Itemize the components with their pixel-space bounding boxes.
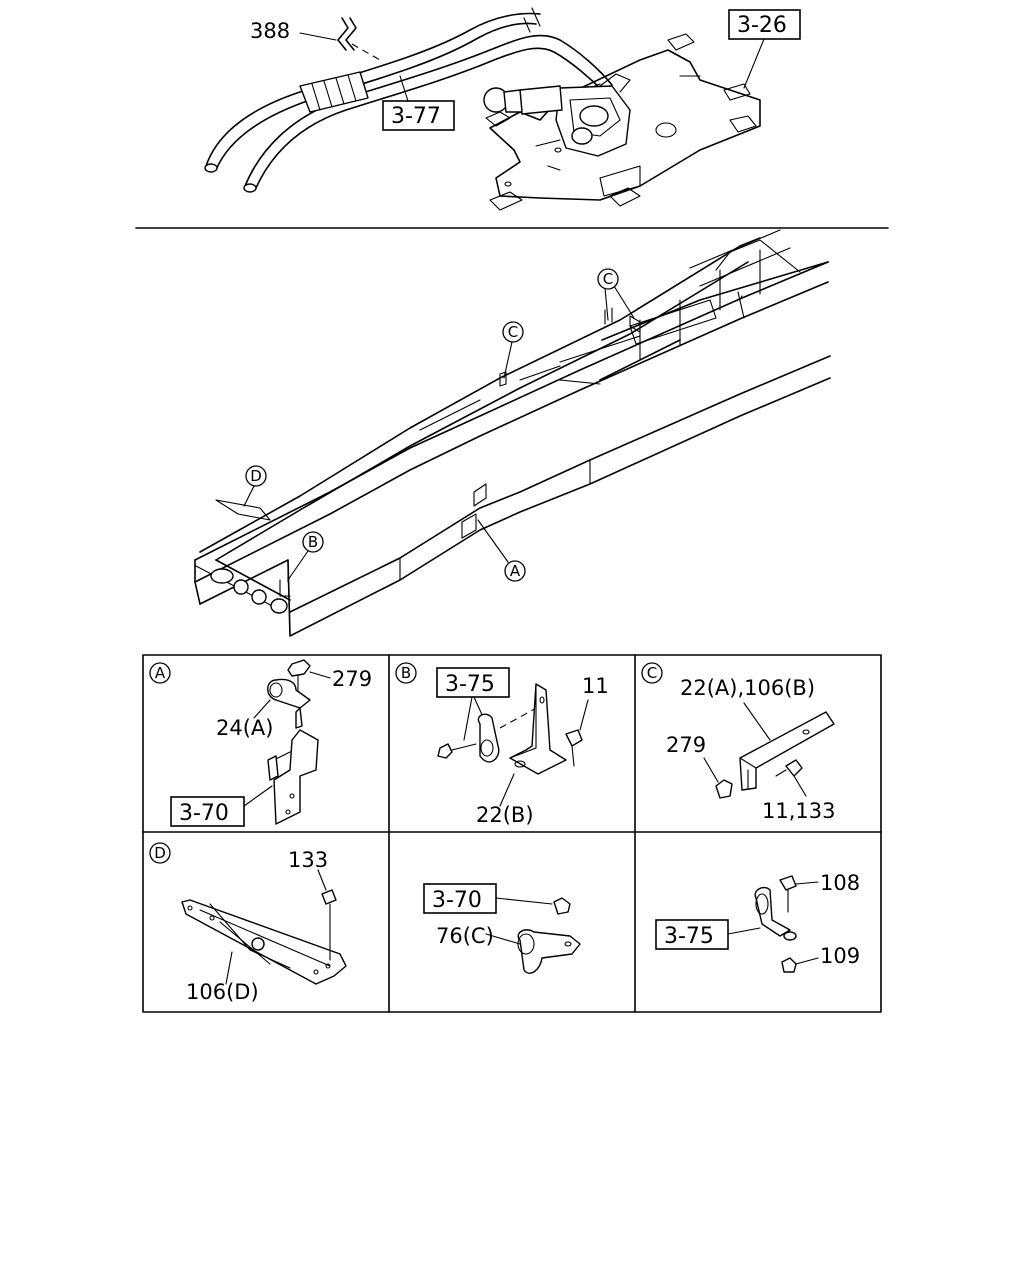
- callout-d: D: [243, 465, 267, 507]
- ref-3-70-e: 3-70: [432, 888, 482, 913]
- label-133-d: 133: [288, 848, 328, 872]
- top-view: 388 3-77 3-26: [135, 7, 889, 229]
- label-279-a: 279: [332, 667, 372, 691]
- detail-grid: A 279 24(A) 3-70 B 3-75: [142, 654, 882, 1013]
- frame-view: C C D B A: [194, 229, 831, 637]
- callout-a-letter: A: [510, 562, 521, 580]
- callout-c-1: C: [597, 268, 635, 321]
- label-279-c: 279: [666, 733, 706, 757]
- detail-c: C 22(A),106(B) 279 11,133: [641, 662, 835, 823]
- valve-unit: [483, 73, 631, 157]
- ref-3-75-b: 3-75: [445, 672, 495, 697]
- ref-3-77: 3-77: [382, 75, 455, 131]
- label-22a-106b: 22(A),106(B): [680, 676, 815, 700]
- label-24a: 24(A): [216, 716, 273, 740]
- callout-c-1-letter: C: [603, 270, 613, 288]
- callout-c-2-letter: C: [508, 323, 518, 341]
- callout-a: A: [477, 519, 526, 582]
- callout-d-letter: D: [250, 467, 262, 485]
- label-106d: 106(D): [186, 980, 259, 1004]
- detail-c-letter: C: [647, 664, 657, 682]
- label-388: 388: [250, 19, 290, 43]
- label-22b: 22(B): [476, 803, 534, 827]
- ref-3-26-label: 3-26: [737, 13, 787, 38]
- ref-3-26: 3-26: [728, 9, 801, 89]
- label-76c: 76(C): [436, 924, 494, 948]
- ref-3-75-f: 3-75: [664, 924, 714, 949]
- clip-388: 388: [250, 17, 381, 61]
- chassis-frame: [194, 229, 831, 637]
- detail-a: A 279 24(A) 3-70: [149, 659, 372, 827]
- detail-d-letter: D: [154, 844, 166, 862]
- detail-f: 108 3-75 109: [655, 871, 860, 973]
- label-108: 108: [820, 871, 860, 895]
- callout-b-letter: B: [308, 533, 318, 551]
- ref-3-77-label: 3-77: [391, 104, 441, 129]
- ref-3-70-a: 3-70: [179, 801, 229, 826]
- hose-assembly: [204, 7, 613, 193]
- callout-c-2: C: [502, 321, 524, 379]
- detail-d: D 133 106(D): [149, 842, 347, 1004]
- label-109: 109: [820, 944, 860, 968]
- detail-b-letter: B: [401, 664, 411, 682]
- callout-b: B: [287, 531, 324, 581]
- detail-b: B 3-75 11 22(B): [395, 662, 609, 827]
- label-11-b: 11: [582, 674, 609, 698]
- detail-e: 3-70 76(C): [423, 883, 581, 974]
- label-11-133: 11,133: [762, 799, 835, 823]
- detail-a-letter: A: [155, 664, 166, 682]
